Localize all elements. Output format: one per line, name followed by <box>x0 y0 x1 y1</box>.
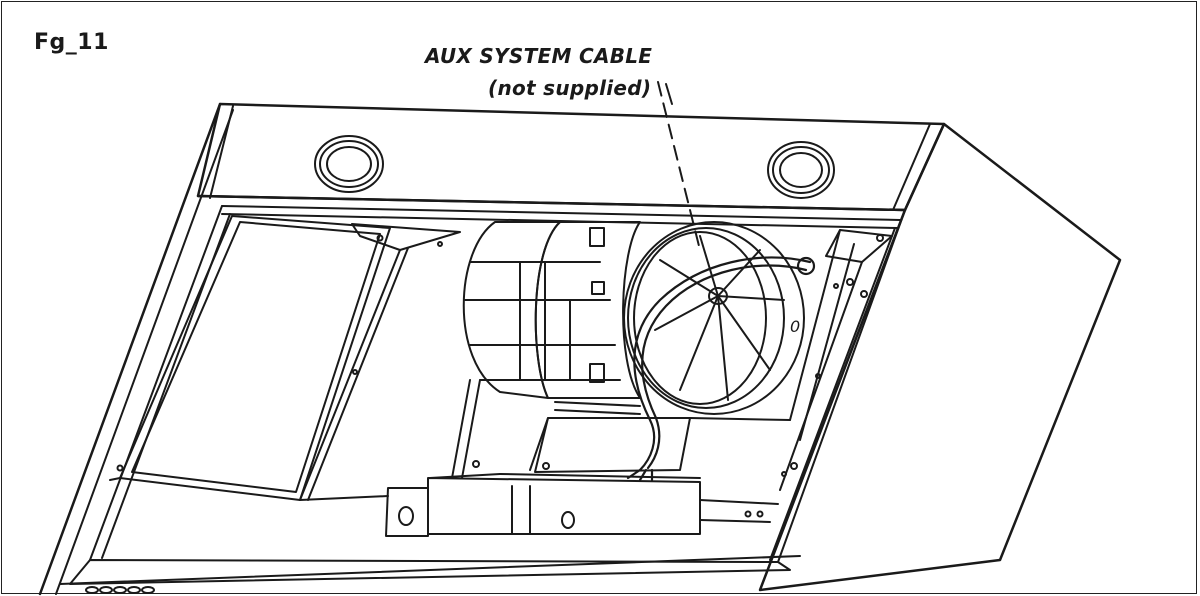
hood-body <box>40 104 1120 594</box>
light-left <box>315 136 383 192</box>
middle-panel <box>300 224 690 500</box>
blower-motor <box>464 222 640 414</box>
fastener-mark: 0 <box>790 317 800 336</box>
light-right <box>768 142 834 198</box>
control-boxes <box>300 474 778 536</box>
callout-title: AUX SYSTEM CABLE <box>425 44 653 68</box>
control-buttons <box>86 587 154 593</box>
aux-cable <box>628 258 814 480</box>
callout-leader <box>658 82 700 250</box>
hood-right-side-face <box>760 124 1120 590</box>
figure-label: Fg_11 <box>34 30 109 55</box>
left-filter-panel <box>110 216 390 500</box>
blower-wheel: 0 <box>624 222 804 414</box>
callout-subtitle: (not supplied) <box>488 76 652 100</box>
hood-top-front-face <box>198 104 944 210</box>
inner-frame <box>60 196 905 584</box>
right-panel <box>690 230 892 490</box>
